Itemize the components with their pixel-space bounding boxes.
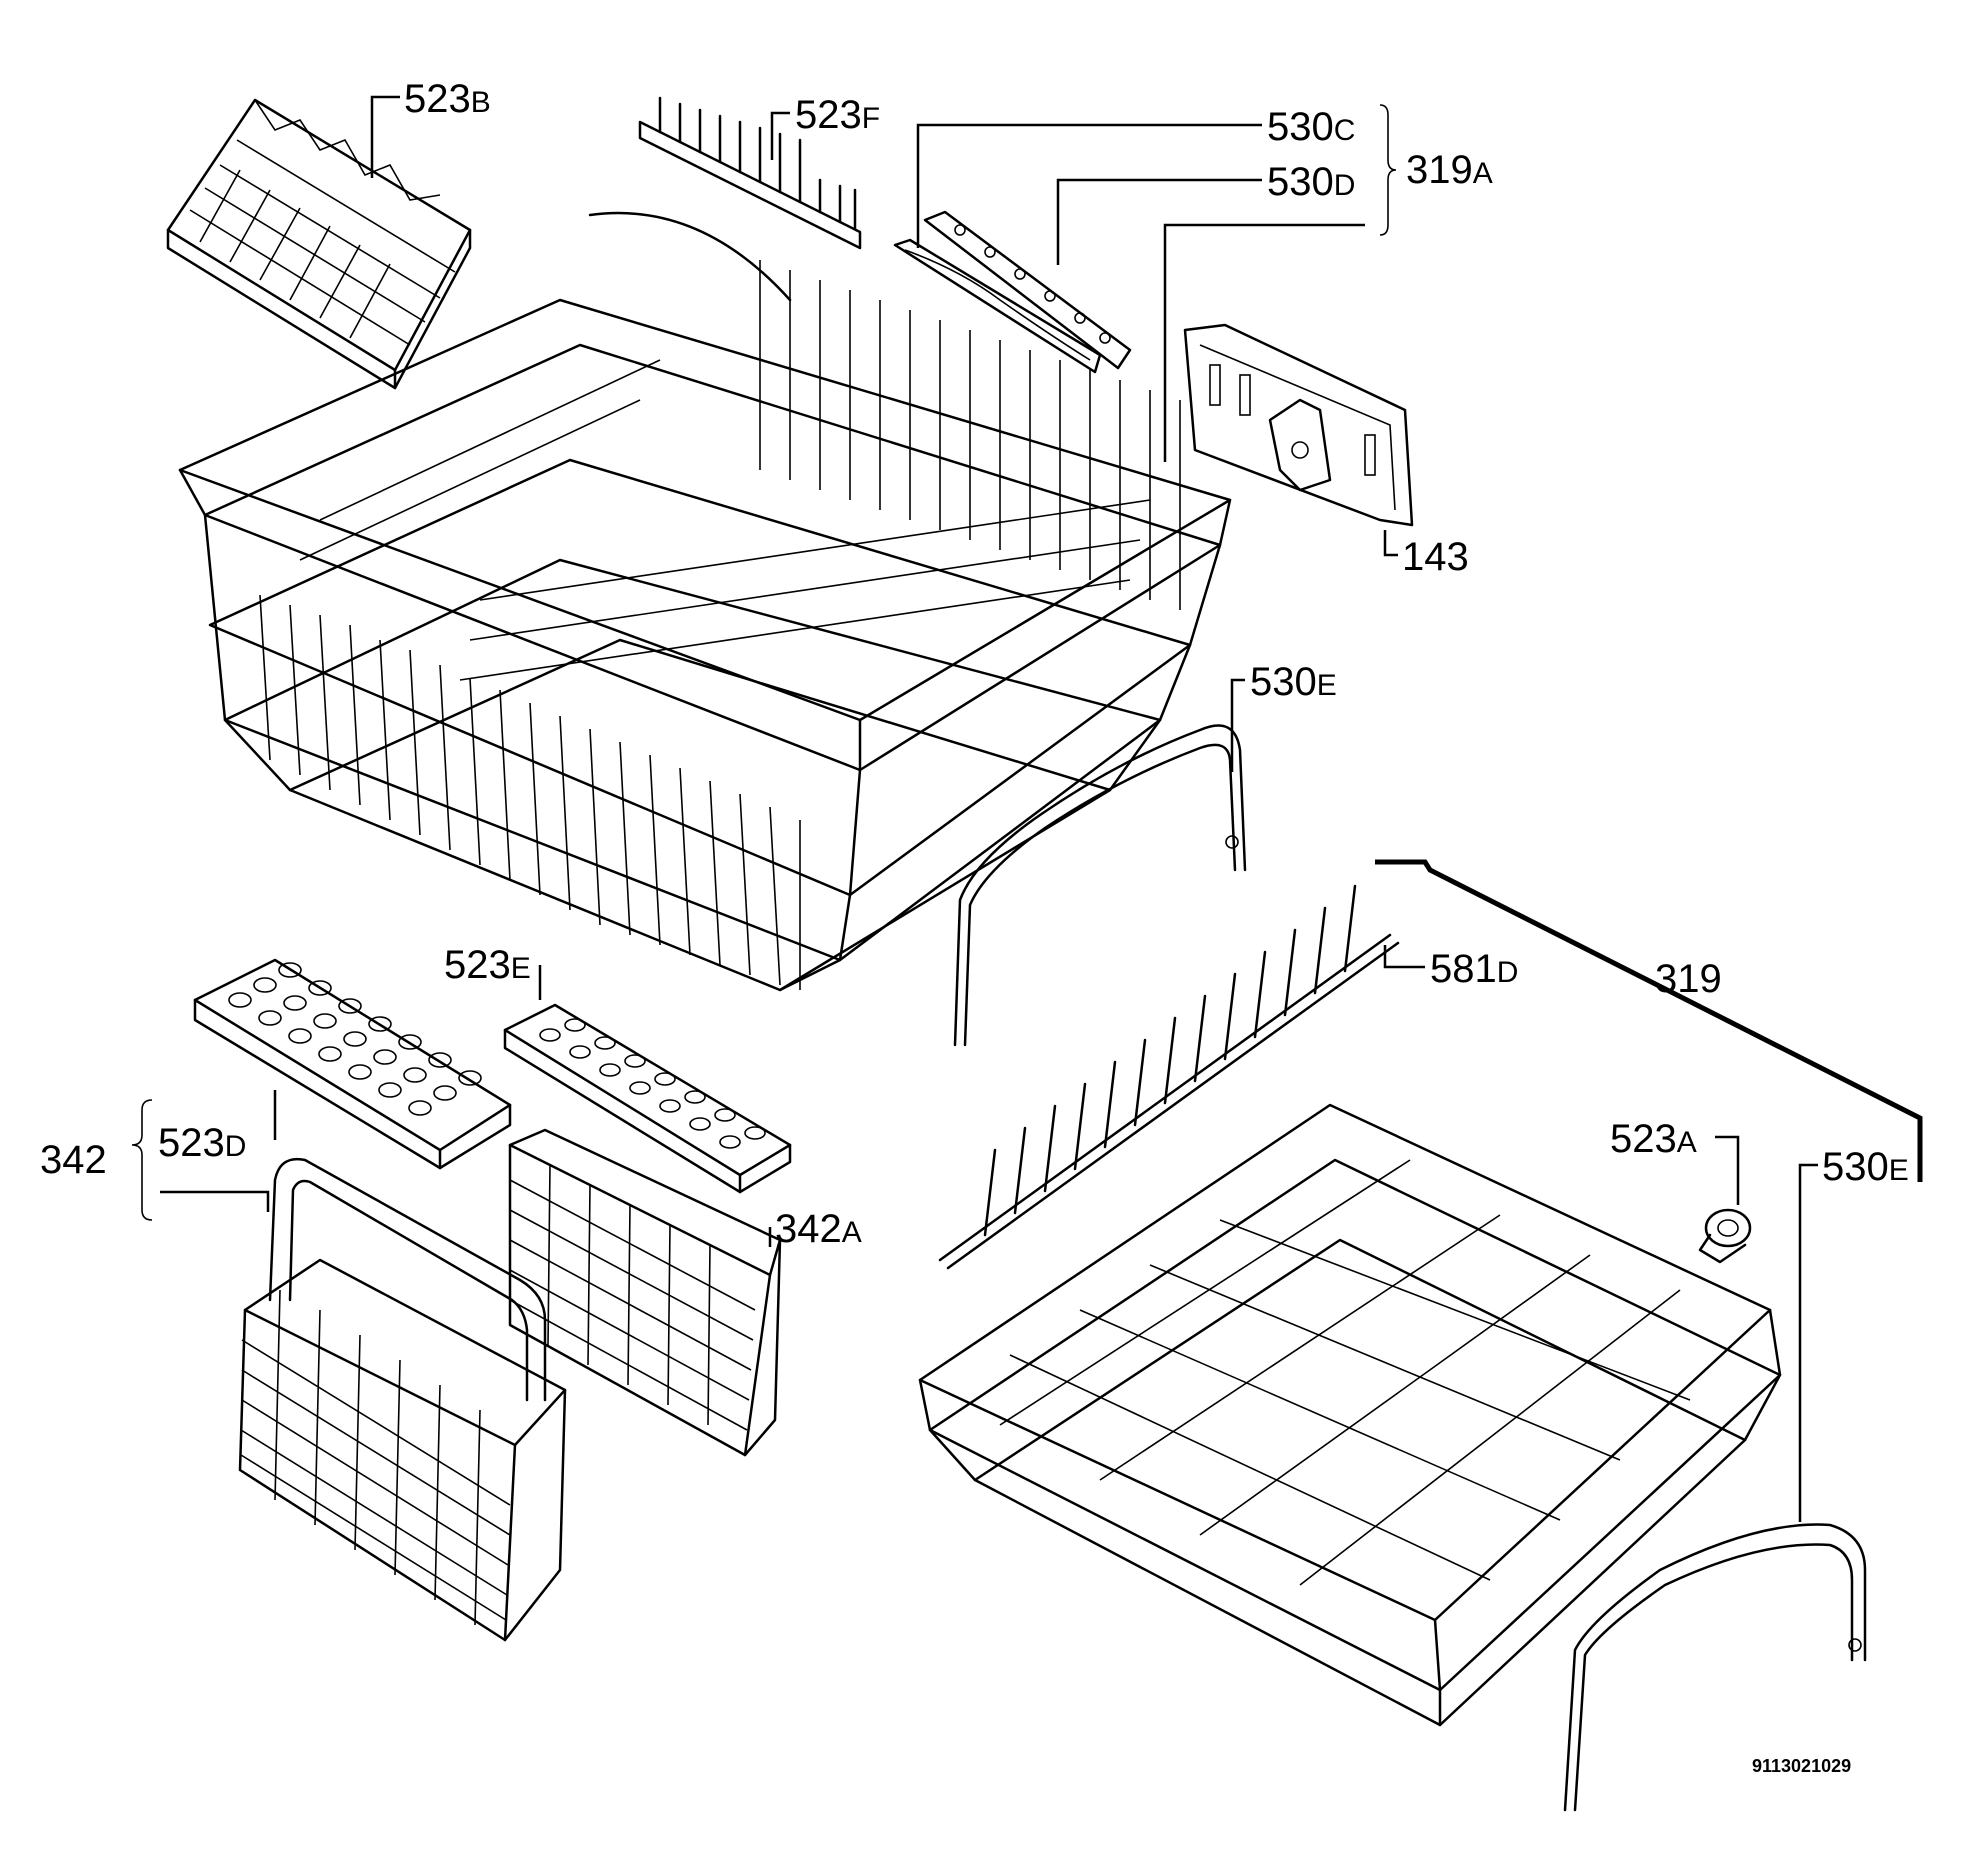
wheel-523a-drawing <box>1698 1208 1752 1264</box>
label-523d: 523D <box>158 1121 246 1165</box>
label-523b: 523B <box>404 77 491 121</box>
leader-lines <box>131 95 1923 1522</box>
label-143: 143 <box>1402 535 1469 579</box>
label-319: 319 <box>1655 957 1722 1001</box>
comb-rack-523f-drawing <box>638 96 862 250</box>
label-581d: 581D <box>1430 947 1518 991</box>
upper-basket-drawing <box>178 211 1232 992</box>
label-530c: 530C <box>1267 105 1355 149</box>
lower-basket-drawing <box>918 1103 1782 1727</box>
document-number: 9113021029 <box>1752 1756 1851 1776</box>
rail-530e-right-drawing <box>1563 1523 1867 1812</box>
label-319a: 319A <box>1406 148 1493 192</box>
label-523e: 523E <box>444 943 531 987</box>
label-342a: 342A <box>775 1207 862 1251</box>
part-labels: 523B 523F 530C 530D 319A 143 530E 523E 5… <box>40 77 1909 1776</box>
cutlery-basket-342a-drawing <box>508 1128 782 1457</box>
label-342: 342 <box>40 1138 107 1182</box>
cutlery-basket-342-drawing <box>238 1157 567 1642</box>
cutlery-tray-523d-drawing <box>193 958 512 1170</box>
tine-rack-581d-drawing <box>938 884 1400 1270</box>
cutlery-tray-523e-drawing <box>503 1003 792 1194</box>
cup-rack-523b-drawing <box>166 98 472 390</box>
label-530e-top: 530E <box>1250 660 1337 704</box>
label-523a: 523A <box>1610 1117 1697 1161</box>
label-523f: 523F <box>795 93 880 137</box>
label-530e-right: 530E <box>1822 1145 1909 1189</box>
rail-530e-top-drawing <box>953 724 1247 1047</box>
rail-530d-drawing <box>923 210 1132 370</box>
bracket-143-drawing <box>1183 323 1414 527</box>
label-530d: 530D <box>1267 160 1355 204</box>
